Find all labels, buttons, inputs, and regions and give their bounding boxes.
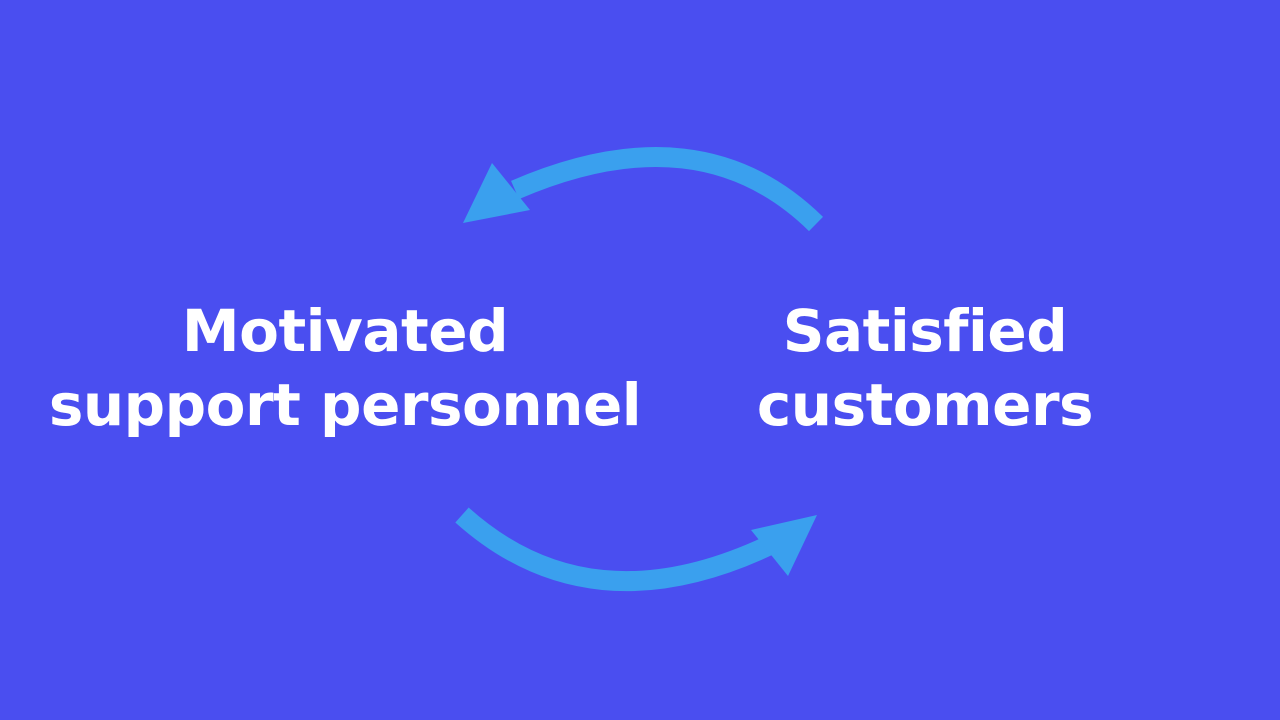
node-label-line: Motivated bbox=[181, 297, 509, 365]
node-satisfied-customers: Satisfied customers bbox=[730, 294, 1120, 442]
node-label-line: support personnel bbox=[48, 371, 642, 439]
node-motivated-support-personnel: Motivated support personnel bbox=[30, 294, 660, 442]
node-label-line: customers bbox=[756, 371, 1094, 439]
top-curved-arrow-icon bbox=[463, 147, 824, 232]
bottom-curved-arrow-icon bbox=[455, 507, 817, 592]
node-label-line: Satisfied bbox=[782, 297, 1068, 365]
